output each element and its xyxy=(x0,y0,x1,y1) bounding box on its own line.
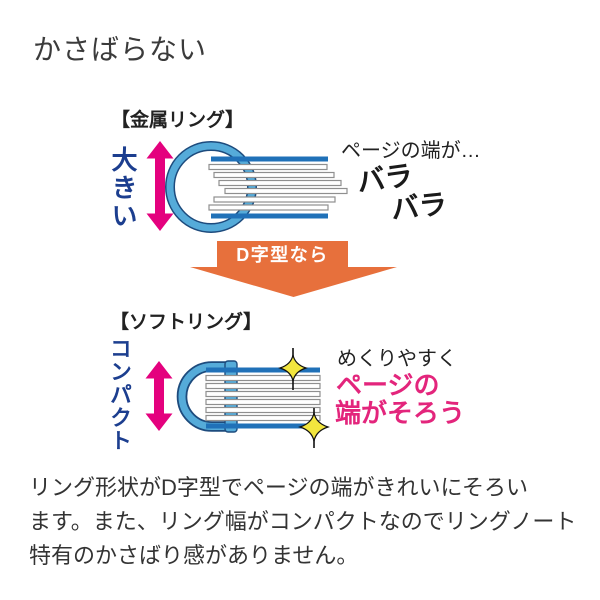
description-line: リング形状がD字型でページの端がきれいにそろい xyxy=(29,475,529,500)
soft-ring-diagram xyxy=(145,348,330,448)
soft-ring-section-label: 【ソフトリング】 xyxy=(110,312,263,333)
down-arrow-banner xyxy=(190,241,397,297)
sparkle-icon xyxy=(298,408,330,448)
sparkle-icon xyxy=(278,348,308,390)
soft-ring-note: めくりやすく xyxy=(337,348,457,370)
description-line: 特有のかさばり感がありません。 xyxy=(29,543,359,568)
height-double-arrow-icon xyxy=(146,141,174,231)
transition-banner-label: D字型なら xyxy=(236,245,329,265)
soft-ring-curve xyxy=(178,363,230,430)
metal-ring-size-caption: 大きい xyxy=(108,146,138,230)
scatter-word-2: バラ xyxy=(389,188,449,225)
highlight-line-2: 端がそろう xyxy=(335,398,466,428)
soft-ring-size-caption: コンパクト xyxy=(107,337,132,452)
height-double-arrow-icon xyxy=(145,361,173,431)
page-title: かさばらない xyxy=(33,34,208,65)
description-paragraph: リング形状がD字型でページの端がきれいにそろい ます。また、リング幅がコンパクト… xyxy=(29,471,576,573)
metal-ring-note: ページの端が… xyxy=(341,140,481,162)
soft-pages-aligned xyxy=(205,367,321,429)
highlight-line-1: ページの xyxy=(336,370,440,400)
metal-ring-diagram xyxy=(146,141,348,233)
description-line: ます。また、リング幅がコンパクトなのでリングノート xyxy=(29,509,577,534)
metal-pages-scattered xyxy=(208,156,348,219)
metal-ring-section-label: 【金属リング】 xyxy=(111,110,245,131)
metal-ring-circle xyxy=(166,142,256,232)
